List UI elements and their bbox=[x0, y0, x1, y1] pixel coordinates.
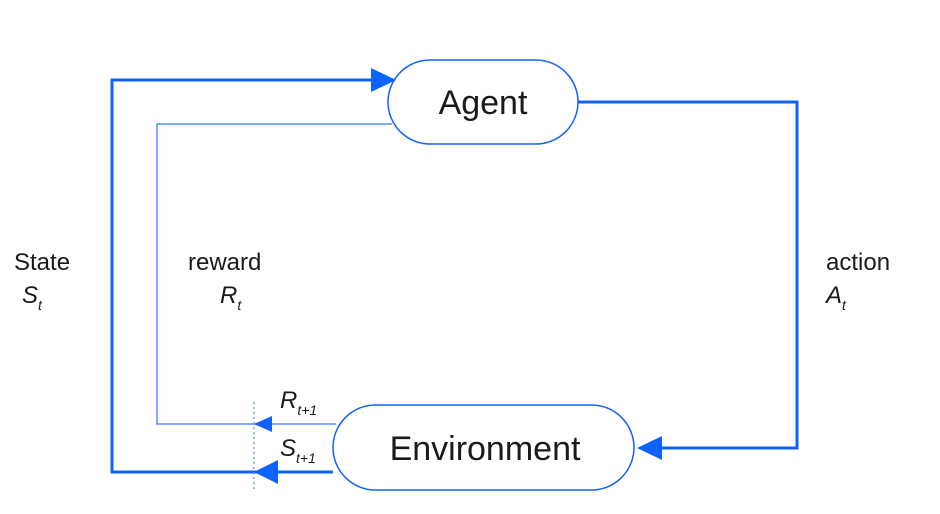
state-arrow-line bbox=[110, 78, 372, 474]
action-arrowhead bbox=[637, 436, 662, 460]
next-reward-arrowhead bbox=[254, 416, 272, 432]
agent-label: Agent bbox=[439, 84, 528, 122]
environment-node bbox=[332, 404, 635, 491]
reward-symbol: Rt bbox=[220, 282, 242, 313]
next-state-label: St+1 bbox=[280, 435, 316, 466]
action-arrow-line bbox=[578, 100, 799, 450]
next-state-arrowhead bbox=[254, 460, 278, 484]
reward-label: reward bbox=[188, 249, 261, 276]
next-reward-label: Rt+1 bbox=[280, 387, 317, 418]
reward-arrow-line bbox=[156, 123, 392, 425]
action-label: action bbox=[826, 249, 890, 276]
state-arrowhead bbox=[371, 68, 396, 92]
state-symbol: St bbox=[22, 282, 43, 313]
action-symbol: At bbox=[824, 282, 847, 313]
state-label: State bbox=[14, 249, 70, 276]
environment-label: Environment bbox=[390, 430, 581, 468]
